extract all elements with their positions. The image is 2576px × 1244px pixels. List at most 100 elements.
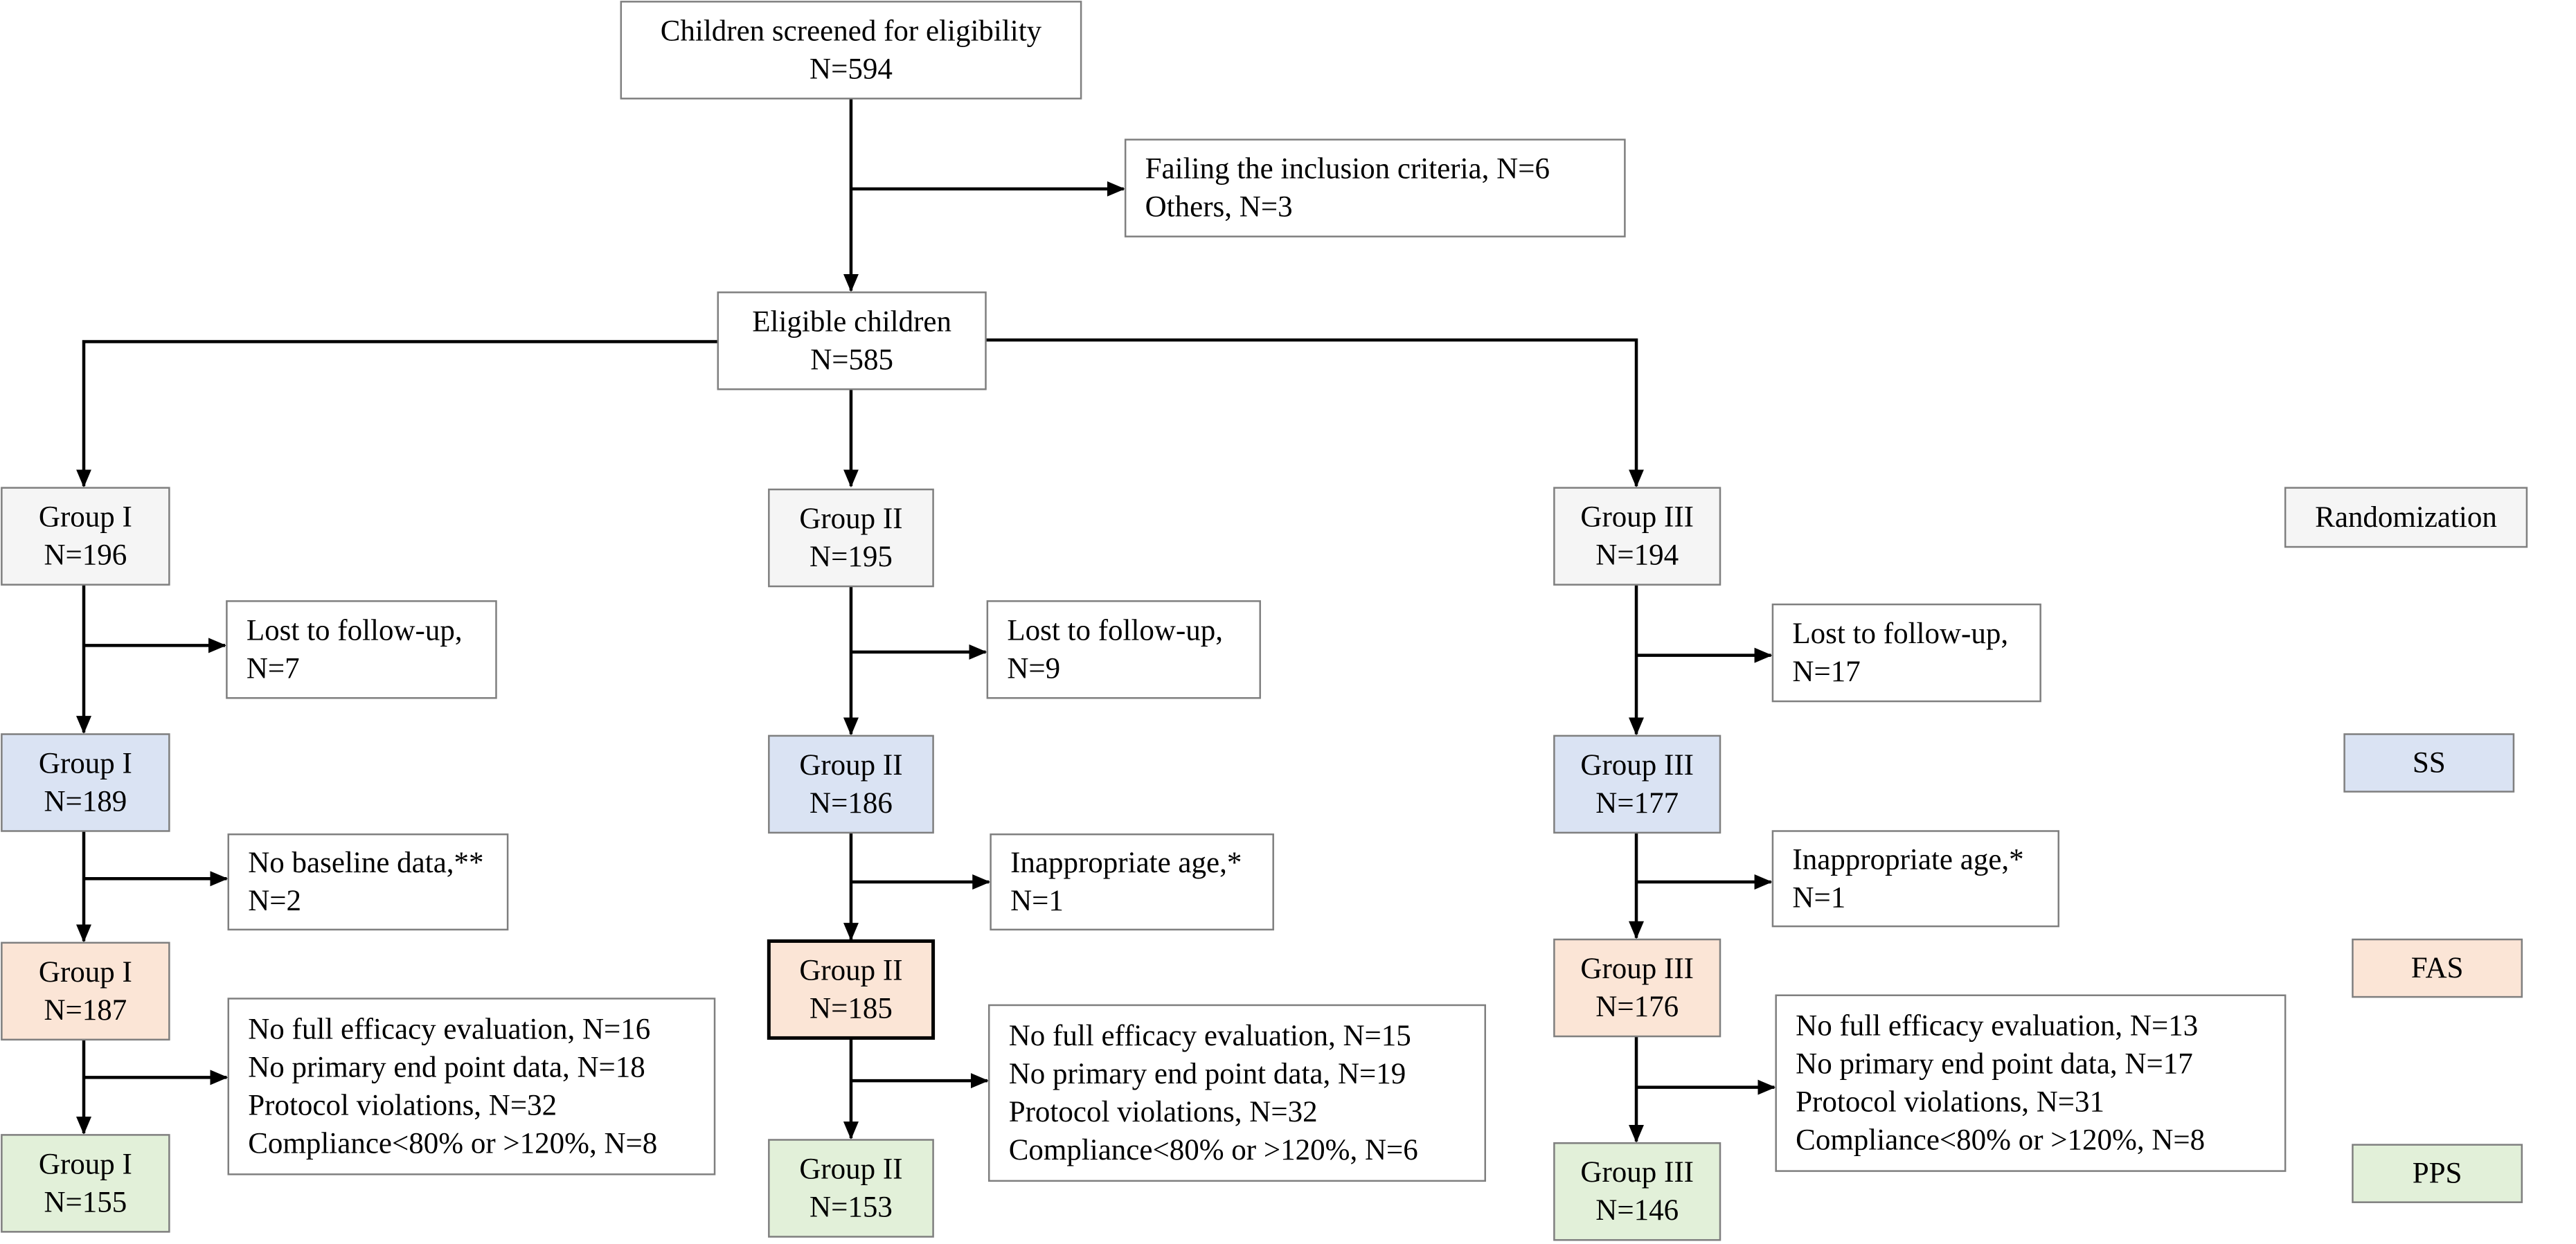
group2-lost-box-text: Lost to follow-up, xyxy=(1007,614,1223,647)
group3-ss-box-text: N=177 xyxy=(1595,787,1679,820)
group1-pps-exclusion-box-text: Protocol violations, N=32 xyxy=(248,1089,557,1121)
group2-lost-box-frame xyxy=(986,600,1261,699)
group2-fas-box-text: Group II xyxy=(799,954,902,986)
group2-randomized-box: Group II N=195 xyxy=(768,488,934,588)
group3-pps-exclusion-box-text: Protocol violations, N=31 xyxy=(1796,1086,2104,1119)
legend-randomization-frame xyxy=(2284,487,2528,548)
screened-box-text: N=594 xyxy=(810,53,893,85)
group3-ss-exclusion-box-frame xyxy=(1771,830,2059,928)
group2-pps-exclusion-box: No full efficacy evaluation, N=15 No prim… xyxy=(987,1004,1486,1182)
group1-ss-exclusion-box: No baseline data,**N=2 xyxy=(227,833,509,931)
legend-fas: FAS xyxy=(2352,938,2523,998)
legend-ss-frame xyxy=(2343,733,2515,793)
group2-fas-box-frame xyxy=(767,939,936,1040)
group3-randomized-box-text: N=194 xyxy=(1595,539,1679,572)
group3-lost-box-frame xyxy=(1771,603,2041,703)
group1-randomized-box-text: N=196 xyxy=(44,539,127,572)
group3-ss-exclusion-box-text: Inappropriate age,* xyxy=(1792,843,2023,876)
group2-pps-box-text: N=153 xyxy=(810,1191,893,1224)
group1-lost-box-text: N=7 xyxy=(247,652,300,685)
group1-pps-exclusion-box-text: No full efficacy evaluation, N=16 xyxy=(248,1013,650,1045)
group1-pps-exclusion-box-frame xyxy=(227,998,716,1175)
screened-box-text: Children screened for eligibility xyxy=(661,15,1042,47)
group2-randomized-box-text: N=195 xyxy=(810,541,893,573)
group3-ss-box: Group III N=177 xyxy=(1553,734,1721,834)
group2-randomized-box-text: Group II xyxy=(799,503,902,535)
group2-ss-exclusion-box-frame xyxy=(990,833,1274,931)
eligible-to-group1-arrow xyxy=(75,340,718,488)
group2-pps-exclusion-box-text: No full efficacy evaluation, N=15 xyxy=(1009,1020,1411,1052)
legend-randomization-text: Randomization xyxy=(2315,501,2497,534)
eligible-box-text: Eligible children xyxy=(752,305,951,338)
group2-ss-exclusion-box: Inappropriate age,* N=1 xyxy=(990,833,1274,931)
group1-pps-box: Group IN=155 xyxy=(1,1134,170,1233)
group1-ss-exclusion-box-text: N=2 xyxy=(248,885,301,917)
group3-pps-box-text: N=146 xyxy=(1595,1194,1679,1227)
group1-lost-box-frame xyxy=(226,600,497,699)
group2-pps-box-text: Group II xyxy=(799,1153,902,1186)
group1-pps-exclusion-box-text: Compliance<80% or >120%, N=8 xyxy=(248,1127,657,1160)
group2-pps-box-frame xyxy=(768,1139,934,1238)
legend-ss: SS xyxy=(2343,733,2515,793)
group1-randomized-box-frame xyxy=(1,487,170,586)
group3-fas-box-frame xyxy=(1553,938,1721,1038)
group1-fas-box-text: N=187 xyxy=(44,994,127,1027)
group2-pps-exclusion-box-text: Compliance<80% or >120%, N=6 xyxy=(1009,1134,1418,1166)
group3-lost-box-text: N=17 xyxy=(1792,656,1860,688)
group1-ss-box-text: Group I xyxy=(39,747,132,779)
screened-box-frame xyxy=(620,1,1082,100)
group2-ss-exclusion-box-text: Inappropriate age,* xyxy=(1010,847,1242,879)
group3-pps-exclusion-box-text: Compliance<80% or >120%, N=8 xyxy=(1796,1124,2205,1157)
group1-ss-box-text: N=189 xyxy=(44,785,127,818)
eligible-box-text: N=585 xyxy=(810,343,893,376)
group3-randomized-box-frame xyxy=(1553,487,1721,586)
eligible-to-group3-arrow xyxy=(985,338,1645,488)
legend-pps: PPS xyxy=(2352,1144,2523,1203)
excluded-box-text: Others, N=3 xyxy=(1145,191,1293,224)
eligible-box-frame xyxy=(717,291,987,390)
legend-ss-text: SS xyxy=(2413,747,2446,779)
group3-fas-box-text: N=176 xyxy=(1595,991,1679,1023)
group1-pps-exclusion-box: No full efficacy evaluation, N=16 No prim… xyxy=(227,998,716,1175)
legend-randomization: Randomization xyxy=(2284,487,2528,548)
excluded-box-frame xyxy=(1124,138,1626,237)
group2-lost-box-text: N=9 xyxy=(1007,652,1060,685)
group1-pps-exclusion-box-text: No primary end point data, N=18 xyxy=(248,1051,645,1083)
group1-fas-box-frame xyxy=(1,941,170,1041)
excluded-box-text: Failing the inclusion criteria, N=6 xyxy=(1145,153,1550,186)
group1-ss-exclusion-box-frame xyxy=(227,833,509,931)
group3-pps-exclusion-box-text: No full efficacy evaluation, N=13 xyxy=(1796,1010,2198,1043)
group3-ss-box-frame xyxy=(1553,734,1721,834)
group2-ss-box: Group II N=186 xyxy=(768,734,934,834)
legend-pps-text: PPS xyxy=(2413,1157,2462,1190)
group2-pps-exclusion-box-text: No primary end point data, N=19 xyxy=(1009,1058,1406,1090)
group3-pps-exclusion-box-text: No primary end point data, N=17 xyxy=(1796,1048,2193,1081)
group3-pps-box: Group III N=146 xyxy=(1553,1142,1721,1241)
group2-pps-box: Group II N=153 xyxy=(768,1139,934,1238)
group2-ss-exclusion-box-text: N=1 xyxy=(1010,885,1064,917)
legend-fas-frame xyxy=(2352,938,2523,998)
group3-ss-box-text: Group III xyxy=(1580,749,1694,782)
group2-ss-box-text: N=186 xyxy=(810,787,893,820)
group3-ss-exclusion-box: Inappropriate age,*N=1 xyxy=(1771,830,2059,928)
legend-pps-frame xyxy=(2352,1144,2523,1203)
group2-fas-box-text: N=185 xyxy=(810,992,893,1025)
group1-randomized-box-text: Group I xyxy=(39,501,132,534)
group2-pps-exclusion-box-text: Protocol violations, N=32 xyxy=(1009,1096,1318,1128)
group1-pps-box-text: Group I xyxy=(39,1148,132,1180)
connector-lines xyxy=(75,98,1776,1143)
group3-pps-box-text: Group III xyxy=(1580,1156,1694,1189)
group3-pps-box-frame xyxy=(1553,1142,1721,1241)
group2-lost-box: Lost to follow-up, N=9 xyxy=(986,600,1261,699)
group1-lost-box: Lost to follow-up,N=7 xyxy=(226,600,497,699)
group1-fas-box: Group I N=187 xyxy=(1,941,170,1041)
legend-fas-text: FAS xyxy=(2411,952,2464,984)
excluded-box: Failing the inclusion criteria, N=6Other… xyxy=(1124,138,1626,237)
group2-ss-box-text: Group II xyxy=(799,749,902,782)
flow-boxes: Children screened for eligibilityN=594Fa… xyxy=(1,1,2528,1241)
group3-fas-box-text: Group III xyxy=(1580,953,1694,985)
group1-fas-box-text: Group I xyxy=(39,956,132,989)
